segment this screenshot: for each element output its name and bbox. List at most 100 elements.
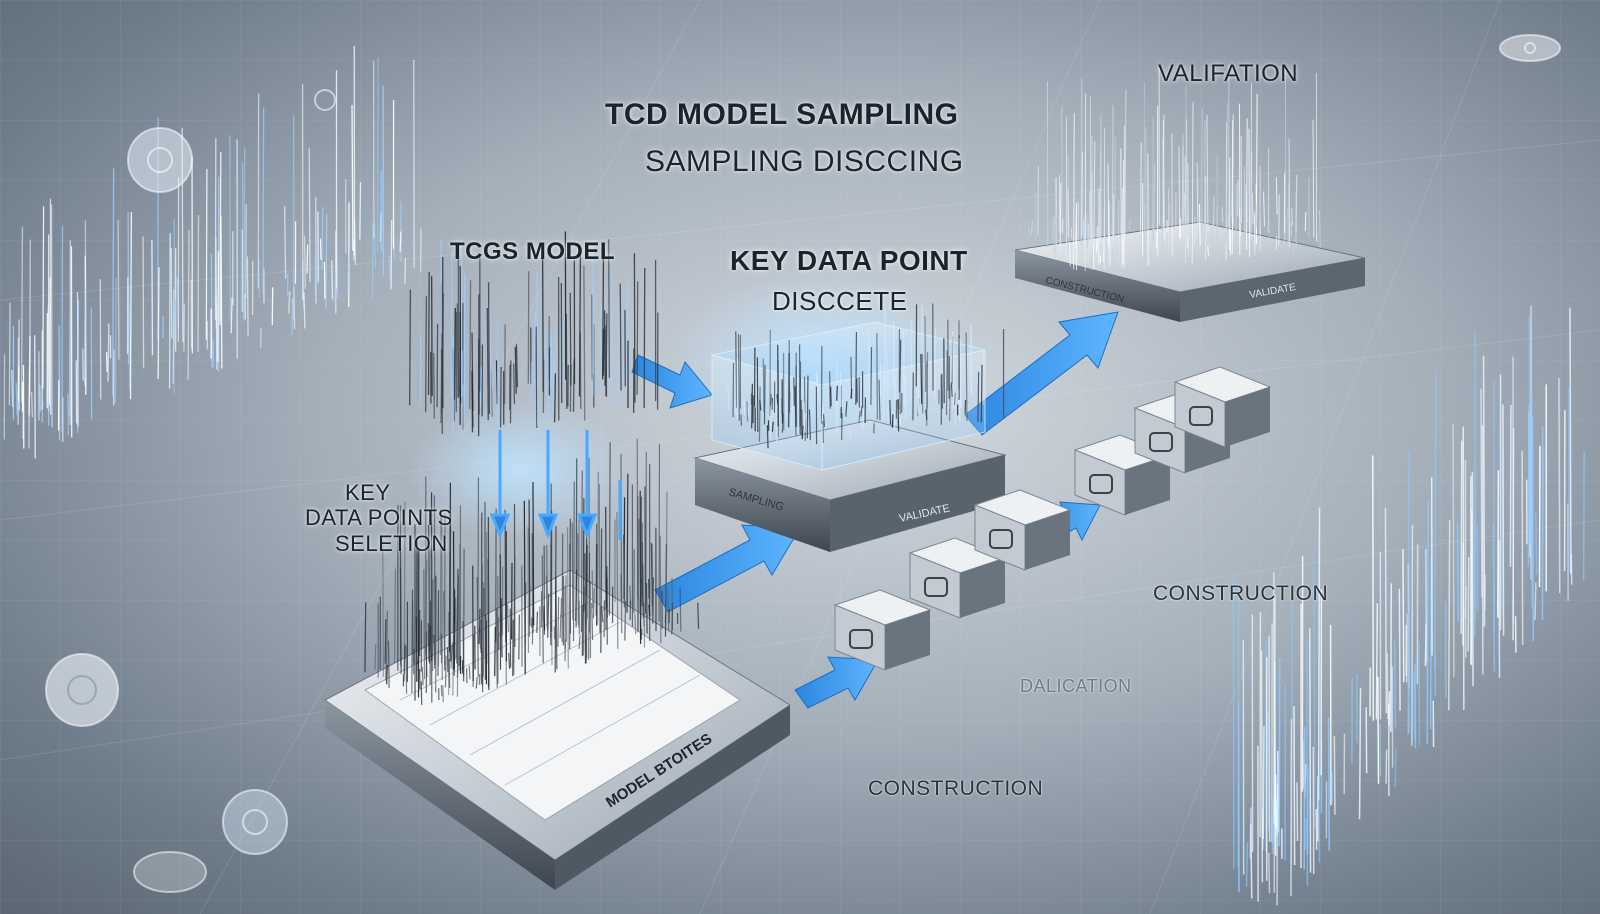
spike-line	[382, 538, 385, 677]
spike-line	[246, 256, 249, 336]
spike-line	[423, 569, 426, 680]
spike-line	[665, 491, 668, 616]
spike-line	[1276, 751, 1280, 832]
spike-line	[11, 370, 14, 408]
spike-line	[591, 570, 594, 609]
spike-line	[449, 631, 452, 661]
spike-line	[1082, 219, 1085, 263]
spike-cluster-sampling	[727, 303, 1005, 449]
spike-line	[1227, 214, 1229, 228]
chain-block	[973, 489, 1072, 571]
chain-block	[1073, 434, 1172, 516]
spike-line	[364, 602, 367, 673]
spike-line	[1268, 635, 1271, 842]
spike-line	[513, 554, 516, 676]
spike-line	[579, 332, 582, 410]
spike-line	[1474, 468, 1477, 637]
selection-arrows	[489, 430, 622, 540]
spike-line	[1371, 455, 1375, 721]
spike-line	[394, 568, 397, 664]
spike-line	[347, 254, 350, 298]
spike-line	[623, 534, 625, 608]
spike-line	[374, 643, 377, 671]
spike-line	[758, 386, 761, 442]
spike-line	[321, 206, 324, 270]
spike-line	[1398, 588, 1401, 711]
spike-line	[1268, 852, 1271, 894]
spike-line	[388, 256, 391, 280]
spike-line	[172, 289, 175, 384]
spike-line	[433, 353, 435, 419]
spike-line	[390, 219, 393, 290]
spike-line	[1456, 522, 1460, 622]
spike-line	[1434, 374, 1437, 668]
cube-icon	[1189, 406, 1213, 426]
spike-line	[926, 352, 929, 426]
spike-line	[1111, 105, 1114, 252]
spike-line	[1528, 316, 1531, 544]
spike-line	[515, 344, 519, 388]
spike-line	[891, 414, 894, 428]
spike-line	[727, 383, 730, 411]
spike-line	[1394, 747, 1397, 787]
spike-line	[600, 528, 603, 654]
spike-line	[503, 324, 506, 405]
cube-icon	[1149, 432, 1173, 452]
spike-line	[1393, 639, 1397, 729]
spike-line	[506, 604, 510, 633]
spike-line	[68, 312, 71, 416]
spike-line	[1262, 726, 1265, 839]
key-data-points-line-1: KEY	[345, 480, 391, 505]
spike-line	[884, 308, 887, 392]
spike-line	[643, 268, 646, 409]
spike-line	[601, 256, 605, 380]
spike-line	[766, 425, 769, 449]
spike-line	[868, 330, 871, 411]
spike-line	[1569, 307, 1572, 575]
spike-line	[953, 392, 956, 406]
title-line-1: TCD MODEL SAMPLING	[605, 98, 959, 131]
spike-line	[1582, 451, 1585, 581]
brain-icon	[133, 851, 207, 893]
spike-line	[1250, 823, 1253, 899]
spike-line	[359, 182, 362, 240]
spike-line	[48, 277, 51, 406]
spike-line	[771, 421, 774, 432]
spike-line	[571, 522, 574, 620]
spike-line	[1178, 146, 1181, 240]
spike-line	[441, 293, 444, 395]
spike-line	[471, 371, 474, 433]
spike-line	[1108, 200, 1111, 266]
spike-line	[1492, 524, 1496, 672]
spike-line	[1333, 735, 1336, 815]
spike-line	[385, 611, 388, 670]
key-data-points-line-3: SELETION	[335, 530, 448, 556]
spike-line	[379, 212, 382, 242]
spike-line	[1061, 219, 1064, 234]
spike-line	[230, 297, 233, 334]
spike-line	[950, 382, 953, 398]
spike-cluster-floating	[409, 231, 659, 437]
shield-icon	[314, 89, 336, 111]
link-icon	[1499, 34, 1561, 62]
spike-line	[1030, 221, 1033, 235]
spike-line	[1069, 242, 1071, 267]
spike-line	[899, 339, 902, 393]
spike-line	[1384, 507, 1388, 714]
spike-line	[565, 575, 568, 642]
spike-line	[902, 331, 905, 403]
background-icons	[45, 34, 1561, 893]
spike-line	[1260, 650, 1264, 883]
spike-line	[421, 666, 424, 686]
spike-line	[42, 206, 45, 389]
spike-line	[1407, 613, 1410, 734]
spike-line	[334, 273, 337, 305]
spike-line	[1467, 556, 1470, 652]
spike-line	[1304, 211, 1307, 232]
spike-line	[351, 104, 354, 251]
spike-line	[112, 168, 115, 396]
spike-line	[836, 398, 839, 412]
spike-line	[1067, 188, 1070, 238]
spike-line	[1207, 245, 1209, 256]
